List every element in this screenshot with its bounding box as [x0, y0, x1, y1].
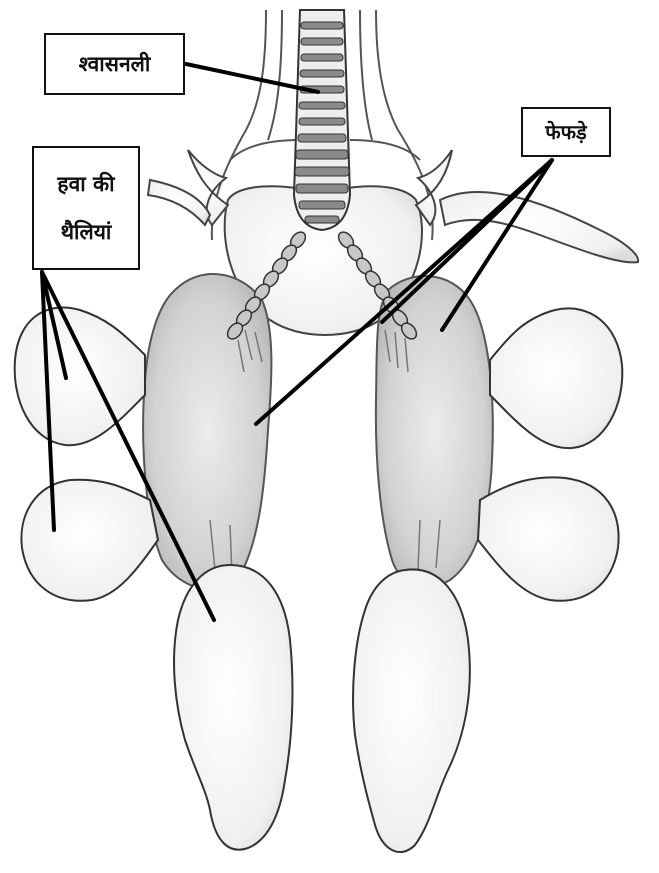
right-air-sacs [478, 308, 622, 600]
lungs-label-text: फेफड़े [545, 120, 587, 144]
left-air-sacs [15, 307, 158, 600]
lungs-label: फेफड़े [521, 107, 611, 157]
trachea [294, 10, 350, 230]
left-abdominal-air-sac [174, 565, 292, 850]
air-sacs-label-line2: थैलियां [34, 208, 138, 256]
right-lung [376, 276, 493, 587]
air-sacs-label: हवा की थैलियां [32, 146, 140, 270]
trachea-label-text: श्वासनली [79, 52, 151, 76]
air-sacs-label-line1: हवा की [34, 160, 138, 208]
left-lung [143, 274, 271, 589]
right-abdominal-air-sac [353, 569, 470, 852]
trachea-label: श्वासनली [44, 33, 185, 95]
